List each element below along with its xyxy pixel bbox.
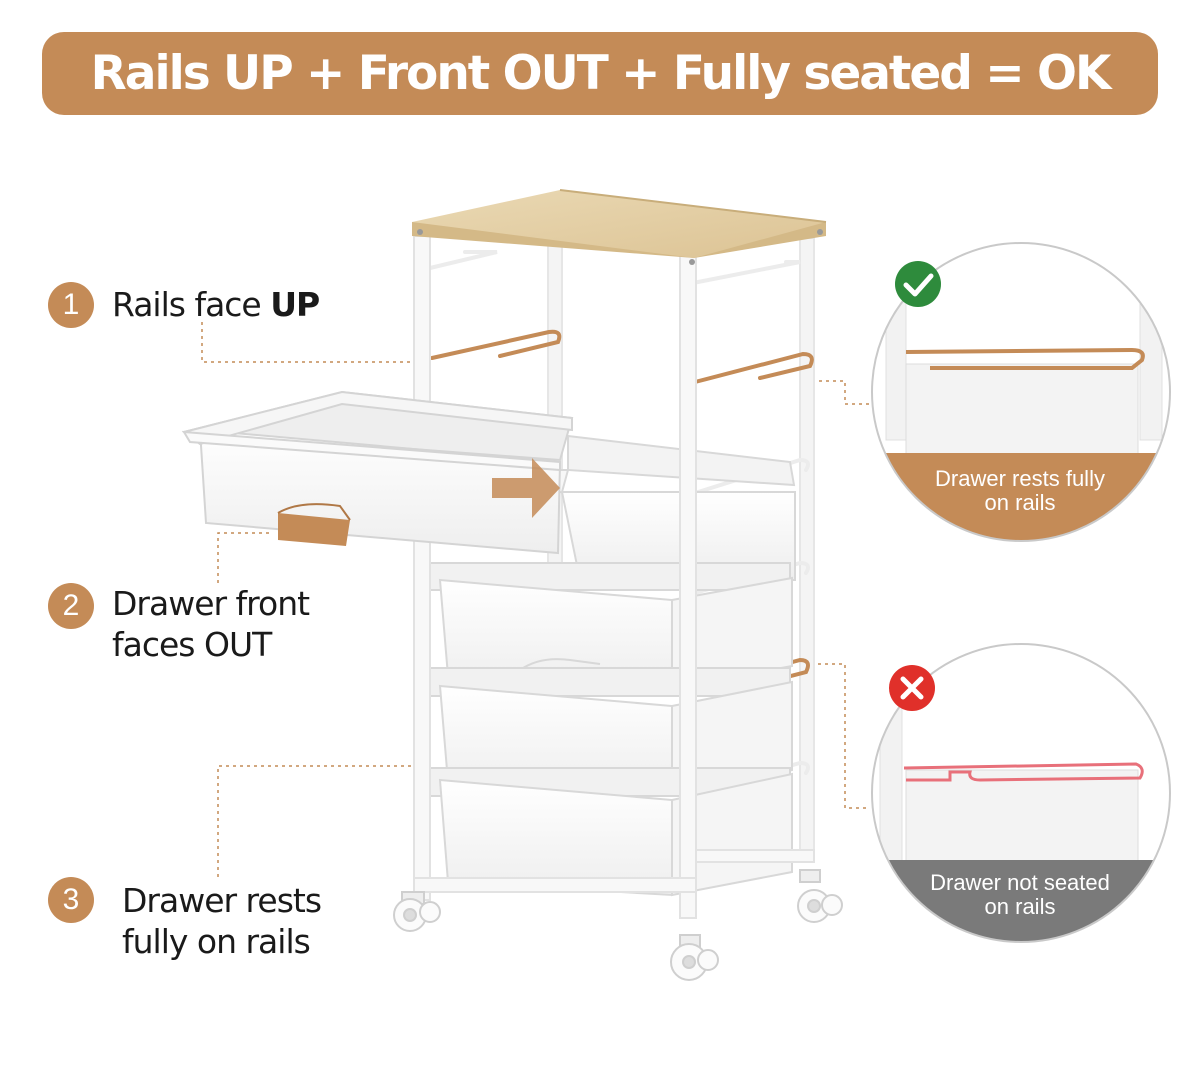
- step-3-badge: 3: [48, 877, 94, 923]
- pulled-out-drawer: [181, 390, 574, 555]
- title-banner: Rails UP + Front OUT + Fully seated = OK: [42, 32, 1158, 115]
- leader-line-callout-top: [812, 380, 872, 405]
- step-2: 2 Drawer front faces OUT: [48, 583, 310, 665]
- callout-incorrect-line-2: on rails: [984, 894, 1056, 919]
- step-3-line-1: Drawer rests: [122, 881, 322, 920]
- wooden-top: [412, 189, 827, 265]
- step-1-text-plain: Rails face: [112, 285, 271, 324]
- cross-icon: [889, 665, 935, 711]
- leader-line-step-3: [217, 765, 430, 877]
- rail-correct: [905, 347, 1145, 370]
- leader-line-callout-bottom: [804, 663, 866, 809]
- rail-highlight-right: [693, 351, 814, 384]
- rail-incorrect: [903, 762, 1144, 782]
- step-2-line-1: Drawer front: [112, 584, 310, 623]
- callout-incorrect-line-1: Drawer not seated: [930, 870, 1110, 895]
- leader-line-step-2: [217, 532, 272, 583]
- leader-lines: [201, 322, 872, 877]
- push-arrow: [492, 458, 560, 518]
- drawer-handle-highlight: [278, 513, 350, 546]
- step-1-text-bold: UP: [270, 285, 320, 324]
- check-icon: [895, 261, 941, 307]
- step-3-line-2: fully on rails: [122, 922, 311, 961]
- step-2-line-2: faces OUT: [112, 625, 272, 664]
- callout-correct-line-1: Drawer rests fully: [935, 466, 1105, 491]
- drawer-5: [429, 767, 793, 897]
- callout-correct-line-2: on rails: [984, 490, 1056, 515]
- drawer-3: [429, 562, 793, 690]
- banner-title: Rails UP + Front OUT + Fully seated = OK: [90, 46, 1112, 101]
- step-2-badge: 2: [48, 583, 94, 629]
- step-1: 1 Rails face UP: [48, 282, 320, 328]
- step-3: 3 Drawer rests fully on rails: [48, 877, 322, 962]
- caster-wheels: [393, 869, 843, 981]
- step-1-text: Rails face UP: [112, 284, 320, 325]
- step-2-text: Drawer front faces OUT: [112, 583, 310, 665]
- rails: [428, 250, 814, 794]
- step-3-text: Drawer rests fully on rails: [122, 880, 322, 962]
- rail-highlight-lower: [693, 657, 810, 690]
- callout-incorrect-label: Drawer not seated on rails: [900, 871, 1140, 919]
- leader-line-step-1: [201, 322, 432, 363]
- step-1-badge: 1: [48, 282, 94, 328]
- callout-correct-label: Drawer rests fully on rails: [900, 467, 1140, 515]
- rail-highlight-left: [430, 329, 562, 360]
